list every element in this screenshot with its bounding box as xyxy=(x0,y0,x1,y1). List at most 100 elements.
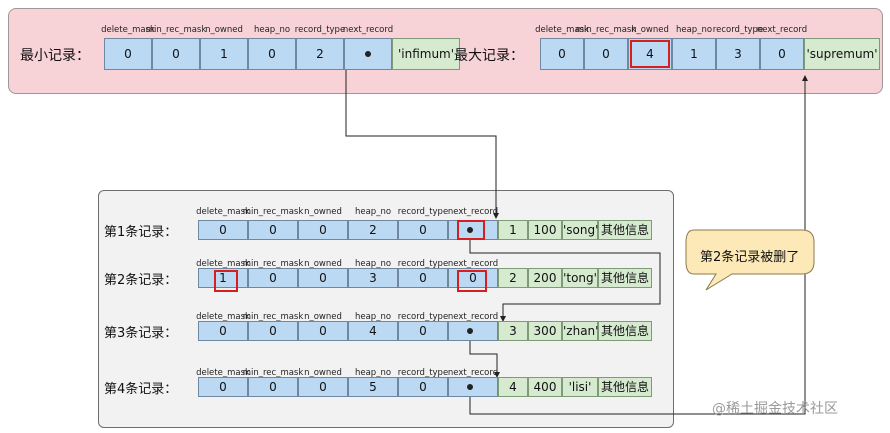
min-cell-delete-mask: 0 xyxy=(104,38,152,70)
record-3-min-rec-mask: 0 xyxy=(248,321,298,341)
max-cell-n-owned: 4 xyxy=(628,38,672,70)
record-4-data-3: 其他信息 xyxy=(598,377,652,397)
record-4-next-record-dot xyxy=(467,384,473,390)
max-cell-heap-no: 1 xyxy=(672,38,716,70)
record-3-next-record xyxy=(448,321,498,341)
record-4-label: 第4条记录： xyxy=(104,382,178,397)
record-2-label: 第2条记录： xyxy=(104,273,178,288)
record-2-delete-mask-highlight xyxy=(214,270,238,292)
min-header-next-record: next_record xyxy=(342,25,394,35)
record-4-header-record-type: record_type xyxy=(397,368,449,378)
max-header-record-type: record_type xyxy=(712,25,764,35)
record-1-header-n-owned: n_owned xyxy=(304,207,342,217)
supremum-cell: 'supremum' xyxy=(804,38,880,70)
max-cell-record-type: 3 xyxy=(716,38,760,70)
min-cell-n-owned: 1 xyxy=(200,38,248,70)
min-header-record-type: record_type xyxy=(294,25,346,35)
record-1-n-owned: 0 xyxy=(298,220,348,240)
record-1-data-1: 100 xyxy=(528,220,562,240)
record-3-next-record-dot xyxy=(467,328,473,334)
record-4-min-rec-mask: 0 xyxy=(248,377,298,397)
record-1-data-0: 1 xyxy=(498,220,528,240)
record-2-record-type: 0 xyxy=(398,268,448,288)
max-cell-next-record: 0 xyxy=(760,38,804,70)
callout-bubble xyxy=(685,229,815,291)
record-2-data-2: 'tong' xyxy=(562,268,598,288)
record-4-header-heap-no: heap_no xyxy=(354,368,392,378)
record-3-delete-mask: 0 xyxy=(198,321,248,341)
record-2-data-3: 其他信息 xyxy=(598,268,652,288)
max-cell-delete-mask: 0 xyxy=(540,38,584,70)
record-1-heap-no: 2 xyxy=(348,220,398,240)
record-3-data-3: 其他信息 xyxy=(598,321,652,341)
record-3-header-heap-no: heap_no xyxy=(354,312,392,322)
record-3-data-1: 300 xyxy=(528,321,562,341)
record-2-n-owned: 0 xyxy=(298,268,348,288)
max-header-delete-mask: delete_mask xyxy=(535,25,589,35)
record-2-min-rec-mask: 0 xyxy=(248,268,298,288)
record-4-header-delete-mask: delete_mask xyxy=(196,368,250,378)
record-4-data-0: 4 xyxy=(498,377,528,397)
record-3-label: 第3条记录： xyxy=(104,326,178,341)
callout-text: 第2条记录被删了 xyxy=(700,250,800,265)
record-2-header-heap-no: heap_no xyxy=(354,259,392,269)
record-2-next-record-highlight xyxy=(457,270,487,292)
record-3-header-record-type: record_type xyxy=(397,312,449,322)
record-3-data-0: 3 xyxy=(498,321,528,341)
record-3-record-type: 0 xyxy=(398,321,448,341)
record-2-header-min-rec-mask: min_rec_mask xyxy=(242,259,304,269)
record-4-header-min-rec-mask: min_rec_mask xyxy=(242,368,304,378)
max-header-next-record: next_record xyxy=(756,25,808,35)
record-4-next-record xyxy=(448,377,498,397)
arrow-record3-to-record4 xyxy=(469,341,500,378)
record-1-next-record-dot xyxy=(467,227,473,233)
record-3-header-min-rec-mask: min_rec_mask xyxy=(242,312,304,322)
arrow-infimum-to-record1 xyxy=(345,56,499,219)
record-2-header-n-owned: n_owned xyxy=(304,259,342,269)
record-1-record-type: 0 xyxy=(398,220,448,240)
min-header-n-owned: n_owned xyxy=(205,25,243,35)
record-2-data-1: 200 xyxy=(528,268,562,288)
min-cell-min-rec-mask: 0 xyxy=(152,38,200,70)
record-4-data-2: 'lisi' xyxy=(562,377,598,397)
min-cell-heap-no: 0 xyxy=(248,38,296,70)
arrow-record1-to-record3 xyxy=(469,232,661,322)
record-3-header-n-owned: n_owned xyxy=(304,312,342,322)
record-4-header-next-record: next_record xyxy=(447,368,499,378)
min-header-delete-mask: delete_mask xyxy=(101,25,155,35)
record-1-data-2: 'song' xyxy=(562,220,598,240)
min-header-heap-no: heap_no xyxy=(253,25,291,35)
record-3-header-delete-mask: delete_mask xyxy=(196,312,250,322)
record-2-data-0: 2 xyxy=(498,268,528,288)
max-header-heap-no: heap_no xyxy=(675,25,713,35)
record-4-delete-mask: 0 xyxy=(198,377,248,397)
record-3-header-next-record: next_record xyxy=(447,312,499,322)
record-2-header-record-type: record_type xyxy=(397,259,449,269)
n-owned-highlight xyxy=(630,40,670,68)
max-record-label: 最大记录： xyxy=(454,48,524,64)
record-4-record-type: 0 xyxy=(398,377,448,397)
record-1-header-next-record: next_record xyxy=(447,207,499,217)
min-header-min-rec-mask: min_rec_mask xyxy=(145,25,207,35)
record-1-delete-mask: 0 xyxy=(198,220,248,240)
record-2-delete-mask: 1 xyxy=(198,268,248,288)
watermark: @稀土掘金技术社区 xyxy=(712,401,838,417)
record-1-header-delete-mask: delete_mask xyxy=(196,207,250,217)
record-4-header-n-owned: n_owned xyxy=(304,368,342,378)
record-3-heap-no: 4 xyxy=(348,321,398,341)
record-4-n-owned: 0 xyxy=(298,377,348,397)
record-3-n-owned: 0 xyxy=(298,321,348,341)
record-1-next-record-highlight xyxy=(457,220,485,240)
record-2-heap-no: 3 xyxy=(348,268,398,288)
min-cell-record-type: 2 xyxy=(296,38,344,70)
record-1-data-3: 其他信息 xyxy=(598,220,652,240)
max-cell-min-rec-mask: 0 xyxy=(584,38,628,70)
record-1-header-heap-no: heap_no xyxy=(354,207,392,217)
record-3-data-2: 'zhan' xyxy=(562,321,598,341)
max-header-min-rec-mask: min_rec_mask xyxy=(575,25,637,35)
record-1-header-record-type: record_type xyxy=(397,207,449,217)
record-1-label: 第1条记录： xyxy=(104,225,178,240)
record-2-header-next-record: next_record xyxy=(447,259,499,269)
record-1-header-min-rec-mask: min_rec_mask xyxy=(242,207,304,217)
record-4-heap-no: 5 xyxy=(348,377,398,397)
